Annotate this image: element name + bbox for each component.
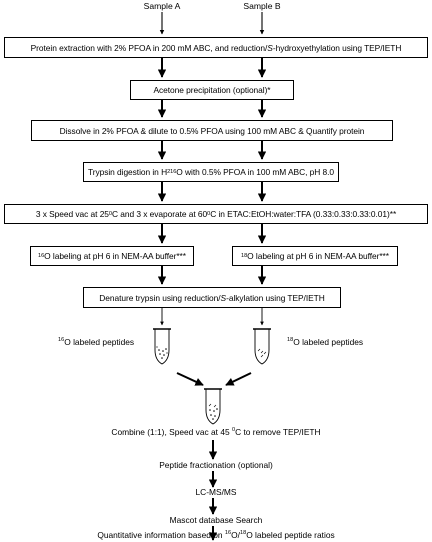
label16-text: O labeling at pH 6 in NEM-AA buffer*** bbox=[44, 251, 186, 261]
arrow-merge-right bbox=[225, 372, 252, 386]
combine-sup: 0 bbox=[231, 427, 236, 434]
denature-trypsin-box: Denature trypsin using reduction/S-alkyl… bbox=[83, 287, 341, 308]
peptides18-text: O labeled peptides bbox=[293, 337, 364, 347]
quant-text-3: O labeled peptide ratios bbox=[246, 530, 335, 540]
denature-text-2: -alkylation using TEP/IETH bbox=[226, 292, 325, 303]
mascot-label: Mascot database Search bbox=[169, 515, 263, 525]
arrow-merge-left bbox=[176, 372, 204, 386]
extraction-italic-s: S bbox=[267, 42, 273, 53]
tube-combined-icon bbox=[204, 388, 222, 425]
denature-italic-s: S bbox=[220, 292, 227, 303]
peptides16-text: O labeled peptides bbox=[64, 337, 135, 347]
peptides18-sup: 18 bbox=[287, 337, 294, 344]
combine-text-2: C to remove TEP/IETH bbox=[235, 427, 321, 437]
protein-extraction-box: Protein extraction with 2% PFOA in 200 m… bbox=[4, 37, 428, 58]
lcms-label: LC-MS/MS bbox=[195, 487, 237, 497]
sample-b-label: Sample B bbox=[243, 1, 281, 11]
acetone-precipitation-box: Acetone precipitation (optional)* bbox=[130, 80, 294, 100]
extraction-text-2: -hydroxyethylation using TEP/IETH bbox=[272, 42, 402, 53]
trypsin-text-2: O with 0.5% PFOA in 100 mM ABC, pH 8.0 bbox=[176, 167, 335, 177]
combine-label: Combine (1:1), Speed vac at 45 0C to rem… bbox=[0, 427, 432, 437]
quant-sup-1: 16 bbox=[224, 530, 232, 537]
quant-sup-2: 18 bbox=[239, 530, 247, 537]
peptides-18o-label: 18O labeled peptides bbox=[287, 337, 363, 347]
peptides16-sup: 16 bbox=[58, 337, 65, 344]
dissolve-box: Dissolve in 2% PFOA & dilute to 0.5% PFO… bbox=[31, 120, 393, 141]
peptides-16o-label: 16O labeled peptides bbox=[58, 337, 134, 347]
extraction-text-1: Protein extraction with 2% PFOA in 200 m… bbox=[30, 42, 268, 53]
quant-text-1: Quantitative information based on bbox=[97, 530, 225, 540]
speedvac-text-2: C and 3 x evaporate at 60 bbox=[111, 209, 208, 219]
tube-16o-icon bbox=[153, 328, 171, 365]
combine-text-1: Combine (1:1), Speed vac at 45 bbox=[111, 427, 232, 437]
fractionation-label: Peptide fractionation (optional) bbox=[159, 460, 273, 470]
trypsin-text-1: Trypsin digestion in H bbox=[87, 167, 168, 177]
denature-text-1: Denature trypsin using reduction/ bbox=[99, 292, 221, 303]
tube-18o-icon bbox=[253, 328, 271, 365]
sample-a-label: Sample A bbox=[143, 1, 181, 11]
speedvac-text-1: 3 x Speed vac at 25 bbox=[35, 209, 109, 219]
label18-text: O labeling at pH 6 in NEM-AA buffer*** bbox=[247, 251, 389, 261]
quantitative-label: Quantitative information based on 16O/18… bbox=[0, 530, 432, 540]
speedvac-text-3: C in ETAC:EtOH:water:TFA (0.33:0.33:0.33… bbox=[210, 209, 397, 219]
quant-text-2: O/ bbox=[231, 530, 240, 540]
